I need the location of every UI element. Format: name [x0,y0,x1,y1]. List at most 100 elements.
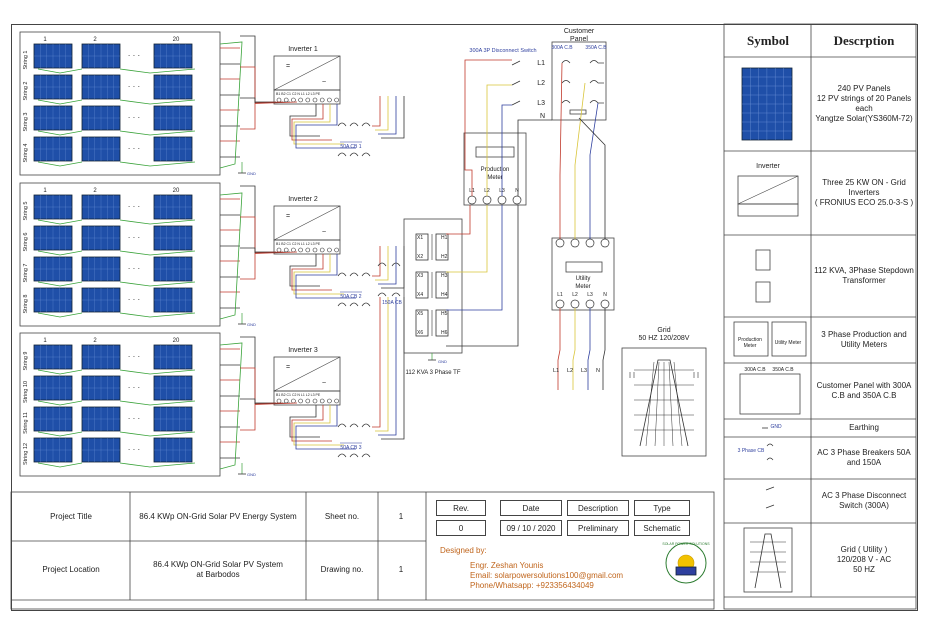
logo-ring [665,542,707,584]
ac-wire [446,205,471,235]
inverter-title: Inverter 3 [288,347,318,354]
project-title: 86.4 KWp ON-Grid Solar PV Energy System [139,512,297,521]
terminal [283,247,289,253]
legend-customer-panel-icon [739,373,801,415]
terminal [276,247,282,253]
breaker-arc [361,152,371,157]
string-label: String 7 [23,264,29,283]
terminal [334,97,339,103]
pv-column-number: 20 [173,188,180,194]
terminal [283,97,289,103]
legend-gnd-label: GND [770,423,782,430]
grid-tower-line [673,361,683,447]
ellipsis: · · · [128,383,140,392]
string-jumper [119,369,196,375]
legend-inverter-terminals [737,203,799,217]
terminal [291,398,296,404]
legend-inverter-diagonal [737,175,799,205]
dc-input-wire [240,336,276,404]
terminal [298,97,303,103]
ac-wire [291,254,332,291]
disconnect-label: 300A 3P Disconnect Switch [469,48,536,54]
ellipsis: · · · [128,414,140,423]
cb-contact [589,100,599,104]
drawing-no: 1 [398,565,404,574]
legend-transformer-coil [755,249,771,271]
ac-wire [295,405,356,450]
grid-tower-line [654,361,660,447]
breaker-arc [349,152,359,157]
dc-input-wire [240,367,284,404]
legend-desc-customer-panel: Customer Panel with 300A C.B and 350A C.… [816,381,912,400]
transformer-coil [415,271,429,299]
breaker-arc [361,453,371,458]
breaker-label: 50A CB 3 [340,445,361,451]
string-jumper [119,462,196,468]
ellipsis: · · · [128,233,140,242]
string-jumper [37,99,83,105]
transformer-pin: H3 [441,273,448,279]
ac-symbol: ~ [322,380,326,387]
dc-symbol: = [286,213,290,220]
dc-symbol: = [286,63,290,70]
meter-terminal [570,238,580,248]
ac-wire [501,104,512,196]
string-label: String 2 [23,82,29,101]
string-jumper [37,130,83,136]
terminal [327,398,332,404]
ac-wire [289,104,320,137]
string-jumper [37,431,83,437]
string-jumper [37,68,83,74]
breaker-arc [377,292,387,297]
gnd-label: GND [438,359,447,364]
ellipsis: · · · [128,264,140,273]
bus-wire [372,96,381,127]
legend-cb350-label: 350A C.B [772,366,794,373]
cb-contact [561,60,571,64]
ac-wire [291,104,332,141]
pv-column-number: 1 [43,37,47,43]
disconnect-contact [511,60,521,66]
transformer-coil [415,233,429,261]
breaker-arc [377,262,387,267]
terminal [291,97,296,103]
legend-desc-disconnect: AC 3 Phase Disconnect Switch (300A) [821,491,907,510]
legend-symbol-header: Symbol [747,32,789,48]
string-jumper [119,130,196,136]
terminal [327,247,332,253]
legend-3phase-cb-label: 3 Phase CB [737,447,765,454]
ac-wire [446,205,488,273]
cb-label: 350A C.B [585,45,607,51]
grid-title: Grid [657,327,670,334]
breaker-arc [349,453,359,458]
breaker-arc [361,122,371,127]
ac-wire [602,308,606,390]
legend-desc-pv: 240 PV Panels 12 PV strings of 20 Panels… [815,84,913,123]
logo-panel [675,566,697,576]
bus-wire [381,96,405,139]
gnd-label: GND [247,472,256,477]
string-label: String 5 [23,202,29,221]
production-meter-title: Production [481,167,510,173]
pv-column-number: 2 [93,188,97,194]
string-label: String 8 [23,295,29,314]
bus-wire [375,297,389,432]
transformer-pin: X2 [417,254,423,260]
terminal [276,97,282,103]
rev-label: Rev. [436,500,486,516]
designed-by-label: Designed by: [440,546,487,555]
line-label: L1 [537,60,545,67]
inverter-terminal-strip [273,89,341,105]
string-jumper [37,250,83,256]
inverter-title: Inverter 2 [288,196,318,203]
dc-input-wire [240,35,276,103]
inverter-pin-labels: B1 B2 C1 C2 N L1 L2 L3 PE [276,92,321,96]
breaker-arc [337,453,347,458]
legend-utility-meter-label: Utility Meter [774,339,802,346]
line-label: L2 [567,368,573,374]
string-label: String 9 [23,352,29,371]
terminal [298,398,303,404]
bus-wire [372,246,381,277]
dc-input-wire [240,216,284,253]
